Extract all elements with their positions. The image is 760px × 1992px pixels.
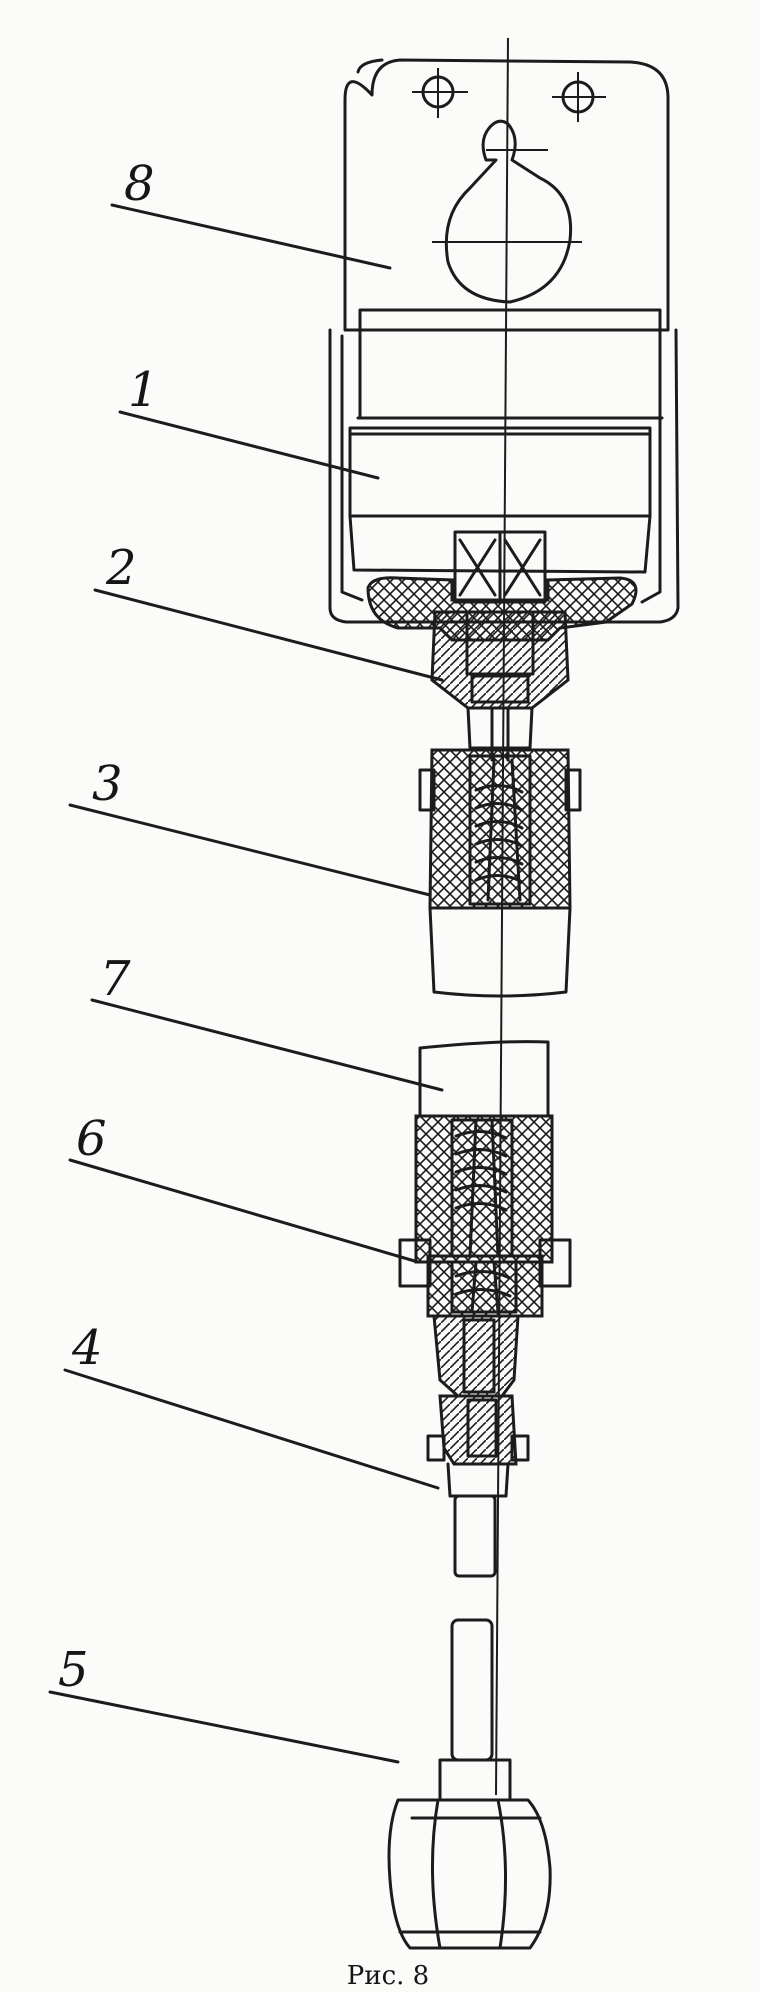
leader-2 xyxy=(93,588,444,682)
part-coupling xyxy=(430,610,570,762)
part-hex-nut xyxy=(387,1618,552,1950)
figure-caption: Рис. 8 xyxy=(347,1961,429,1991)
label-6: 6 xyxy=(76,1111,107,1167)
label-3: 3 xyxy=(92,756,123,812)
label-5: 5 xyxy=(58,1642,89,1698)
part-nut-flange xyxy=(398,1238,572,1318)
part-fitting xyxy=(426,1314,530,1578)
leader-4 xyxy=(63,1368,440,1490)
leader-8 xyxy=(110,203,392,270)
label-4: 4 xyxy=(71,1320,103,1376)
leader-3 xyxy=(68,803,432,897)
part-lower-sleeve xyxy=(414,1040,554,1264)
label-2: 2 xyxy=(105,540,137,596)
part-bearing xyxy=(453,530,547,604)
leader-5 xyxy=(48,1690,400,1764)
label-1: 1 xyxy=(128,362,159,418)
label-8: 8 xyxy=(124,156,155,212)
leader-6 xyxy=(68,1158,420,1264)
leader-7 xyxy=(90,998,444,1092)
leader-1 xyxy=(118,410,380,480)
part-upper-sleeve xyxy=(418,748,582,998)
label-7: 7 xyxy=(100,951,131,1007)
